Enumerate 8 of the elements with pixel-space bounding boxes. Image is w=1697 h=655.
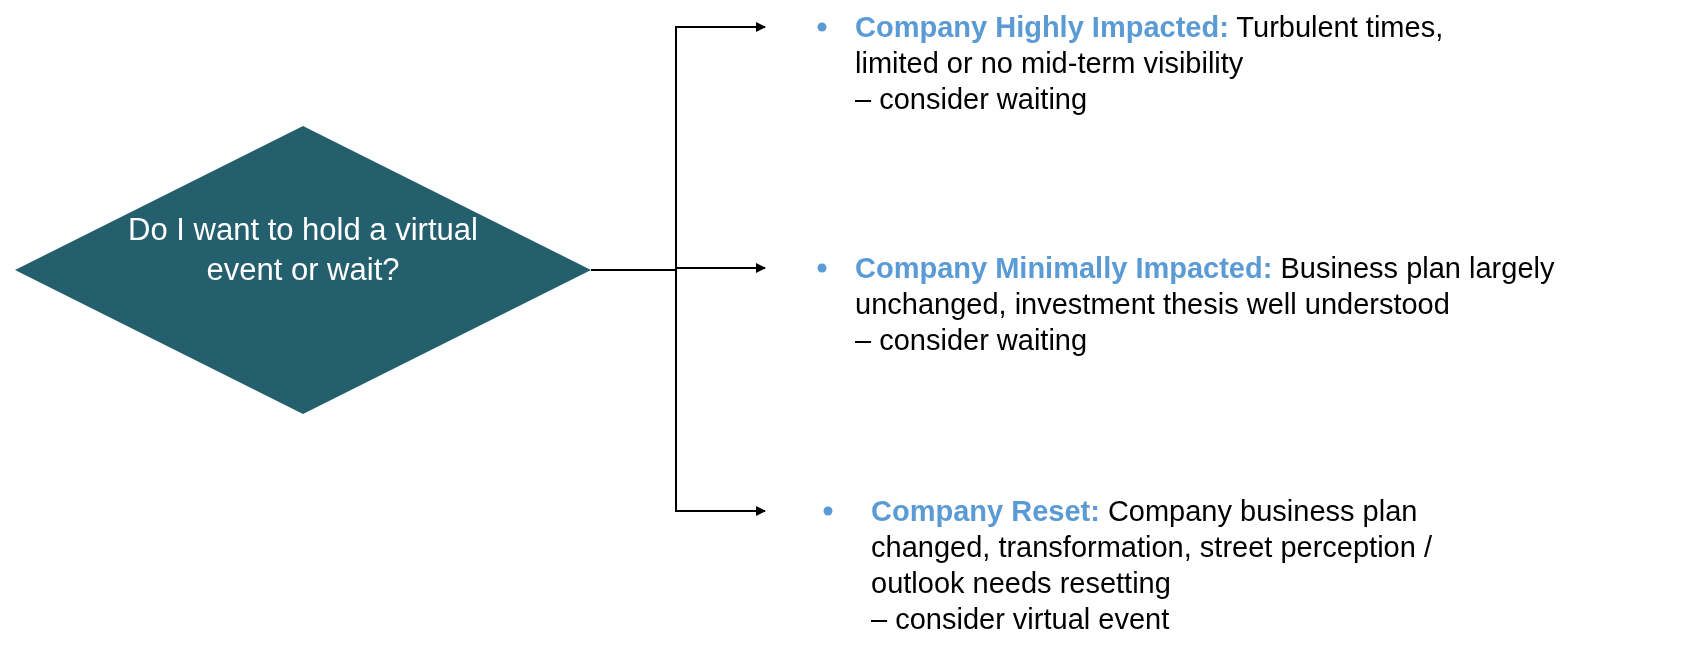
decision-diamond — [15, 126, 591, 414]
recommendation-text: – consider virtual event — [871, 602, 1171, 637]
recommendation-text: – consider waiting — [855, 82, 1089, 117]
decision-question: Do I want to hold a virtual event or wait? — [127, 211, 479, 289]
recommendation-text: – consider waiting — [855, 323, 1089, 358]
outcome-description: Company Reset: Company business plan changed, transformation, street perception / outlook needs resetting — [871, 494, 1433, 601]
outcome-description: Company Minimally Impacted: Business plan largely unchanged, investment thesis well understood — [855, 251, 1556, 322]
outcome-description: Company Highly Impacted: Turbulent times, limited or no mid-term visibility — [855, 10, 1445, 81]
